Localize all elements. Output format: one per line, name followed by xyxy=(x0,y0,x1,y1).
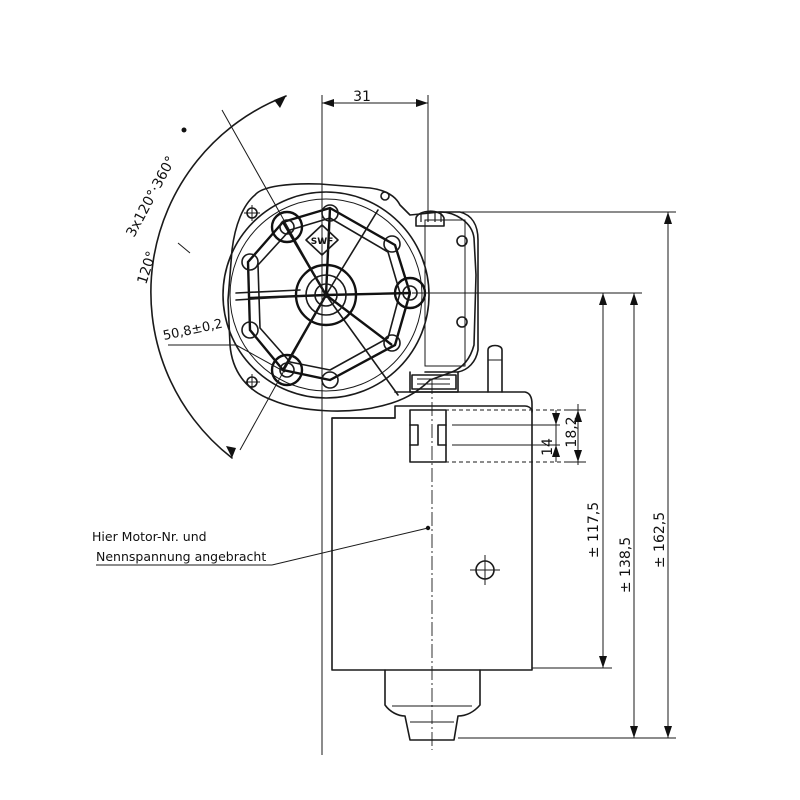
gear-cover-frame xyxy=(235,206,412,396)
boss-top-left xyxy=(270,210,304,244)
dimension-162-5-label: ± 162,5 xyxy=(652,512,668,568)
motor-body xyxy=(331,344,585,750)
dimension-14-label: 14 xyxy=(540,438,556,456)
dimension-18-2: 18,2 xyxy=(564,404,586,465)
angle-single-label: 120° xyxy=(135,249,161,286)
dimension-31: 31 xyxy=(321,89,429,755)
bolt-circle-dimension: 50,8±0,2 xyxy=(162,317,286,373)
mounting-bosses xyxy=(241,191,427,390)
dimension-14: 14 xyxy=(452,410,560,462)
boss-bottom-left xyxy=(270,353,304,387)
dimension-31-label: 31 xyxy=(353,89,371,105)
dimension-138-5-label: ± 138,5 xyxy=(618,537,634,593)
dimension-18-2-label: 18,2 xyxy=(564,416,580,447)
dimension-162-5: ± 162,5 xyxy=(450,211,676,739)
note-line-2: Nennspannung angebracht xyxy=(96,549,266,564)
dimension-117-5: ± 117,5 xyxy=(412,292,612,669)
note-line-1: Hier Motor-Nr. und xyxy=(92,529,207,544)
dimension-138-5: ± 138,5 xyxy=(458,292,642,739)
bolt-circle-label: 50,8±0,2 xyxy=(162,317,224,344)
angle-pattern-label: 3x120°·360° xyxy=(123,154,179,240)
dimension-117-5-label: ± 117,5 xyxy=(586,502,602,558)
motor-number-note: Hier Motor-Nr. und Nennspannung angebrac… xyxy=(92,525,431,566)
